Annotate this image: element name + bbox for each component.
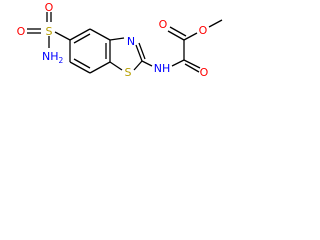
atom-s-ring: S	[125, 66, 132, 79]
chemical-structure: O O O N S NH S O O NH2	[17, 1, 223, 79]
atom-nh: NH	[154, 62, 171, 75]
atom-nh2-subscript: 2	[59, 56, 64, 65]
atom-nh2-letters: NH	[42, 50, 59, 63]
atom-o-carbonyl-lower: O	[200, 66, 209, 79]
bond-lines	[27, 12, 223, 74]
atom-nh2: NH2	[42, 50, 64, 65]
atom-o-sulfonyl-top: O	[45, 1, 54, 14]
atom-o-sulfonyl-left: O	[17, 25, 26, 38]
atom-s-sulfonyl: S	[46, 25, 53, 38]
atom-o-ester: O	[199, 24, 208, 37]
atom-n-ring: N	[127, 35, 135, 48]
atom-o-carbonyl-upper: O	[159, 18, 168, 31]
